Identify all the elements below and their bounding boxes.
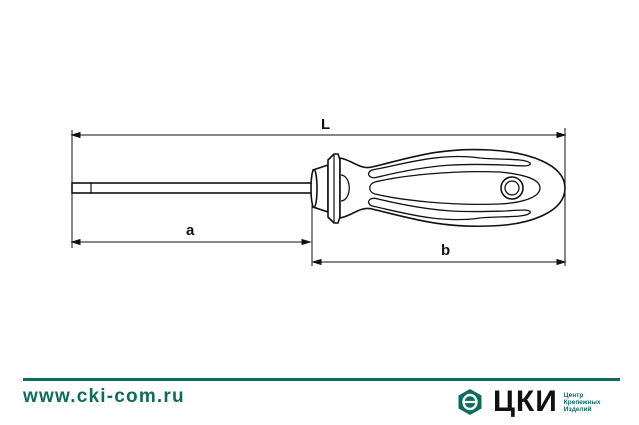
screwdriver xyxy=(71,148,566,228)
handle-groove-middle xyxy=(369,170,541,206)
company-logo[interactable]: ЦКИ Центр Крепежных Изделий xyxy=(457,386,601,418)
logo-text: ЦКИ xyxy=(493,385,558,418)
dimension-label-L: L xyxy=(321,116,331,133)
blade xyxy=(71,182,313,194)
footer-divider xyxy=(23,378,620,381)
handle xyxy=(339,148,566,228)
website-link[interactable]: www.cki-com.ru xyxy=(23,386,185,407)
dimension-label-b: b xyxy=(441,242,451,259)
dimension-label-a: a xyxy=(186,222,195,239)
dimension-a-line xyxy=(70,238,312,246)
screwdriver-drawing xyxy=(70,128,567,266)
hexagon-theta-icon xyxy=(458,389,482,415)
logo-subtitle-line-3: Изделий xyxy=(563,405,592,413)
dimension-L-line xyxy=(70,131,567,139)
logo-subtitle-line-1: Центр xyxy=(563,391,584,399)
handle-groove-bottom xyxy=(367,197,531,221)
logo-subtitle: Центр Крепежных Изделий xyxy=(564,392,601,413)
handle-groove-top xyxy=(367,155,531,179)
dimension-b-line xyxy=(311,258,567,266)
logo-subtitle-line-2: Крепежных xyxy=(563,398,601,406)
